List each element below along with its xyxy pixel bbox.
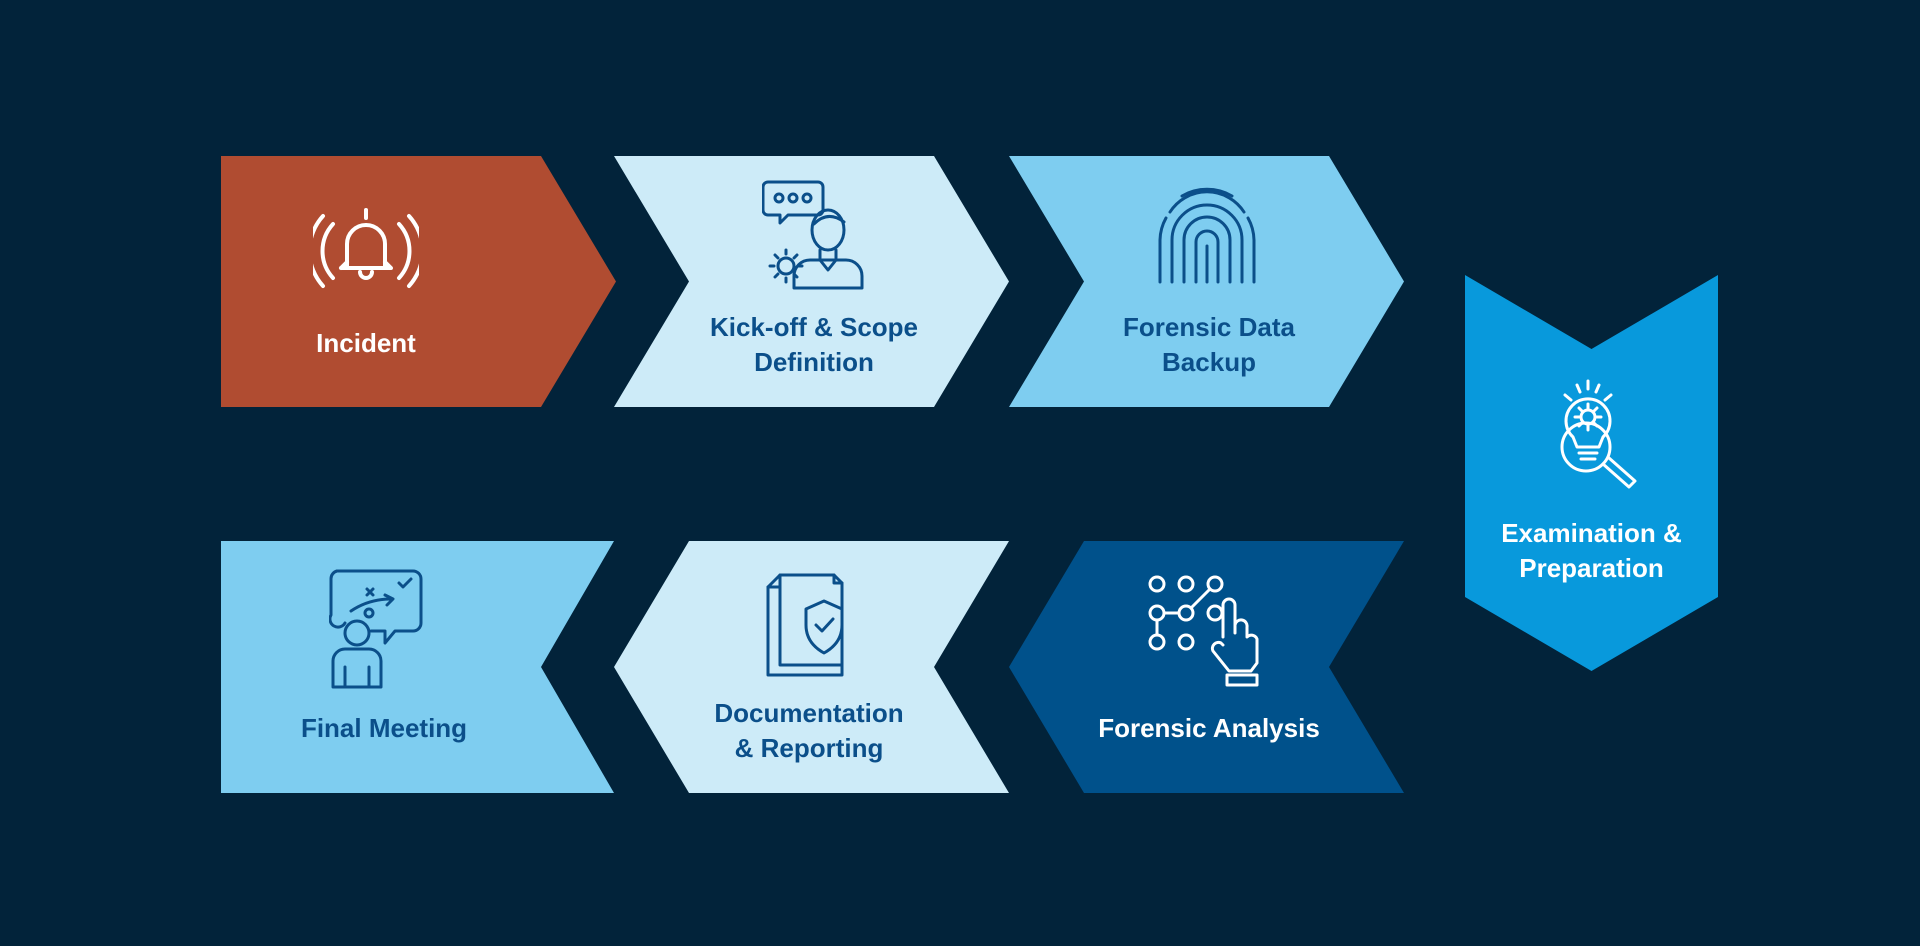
step-examination: Examination & Preparation [1465, 275, 1718, 671]
chevron-shape [614, 541, 1009, 793]
step-label-line: Forensic Analysis [1098, 713, 1320, 743]
chevron-shape [221, 541, 614, 793]
step-label: Examination & Preparation [1445, 516, 1738, 586]
chevron-shape [1465, 275, 1718, 671]
step-final: Final Meeting [221, 541, 614, 793]
bell-alarm-icon [307, 206, 425, 292]
step-label: Kick-off & Scope Definition [669, 310, 959, 380]
step-label-line: Documentation [714, 698, 904, 728]
step-backup: Forensic Data Backup [1009, 156, 1404, 407]
chevron-shape [1009, 541, 1404, 793]
step-label-line: Final Meeting [300, 713, 468, 743]
step-label: Forensic Data Backup [1064, 310, 1354, 380]
document-shield-icon [766, 573, 862, 677]
person-strategy-board-icon [328, 569, 425, 689]
pattern-touch-icon [1147, 575, 1267, 687]
step-label-line: Backup [1162, 347, 1256, 377]
step-label-line: & Reporting [734, 733, 884, 763]
step-label-line: Preparation [1519, 553, 1664, 583]
step-label-line: Definition [754, 347, 874, 377]
step-label: Documentation & Reporting [664, 696, 954, 766]
fingerprint-icon [1154, 184, 1260, 286]
step-label-line: Kick-off & Scope [709, 312, 919, 342]
person-chat-gear-icon [761, 178, 866, 290]
step-label-line: Incident [316, 328, 416, 358]
step-label: Forensic Analysis [1064, 711, 1354, 746]
lightbulb-gear-magnifier-icon [1547, 379, 1641, 491]
step-analysis: Forensic Analysis [1009, 541, 1404, 793]
step-label: Final Meeting [239, 711, 529, 746]
step-incident: Incident [221, 156, 616, 407]
step-documentation: Documentation & Reporting [614, 541, 1009, 793]
step-label-line: Forensic Data [1123, 312, 1295, 342]
chevron-shape [614, 156, 1009, 407]
step-label-line: Examination & [1501, 518, 1682, 548]
step-label: Incident [221, 326, 511, 361]
step-kickoff: Kick-off & Scope Definition [614, 156, 1009, 407]
